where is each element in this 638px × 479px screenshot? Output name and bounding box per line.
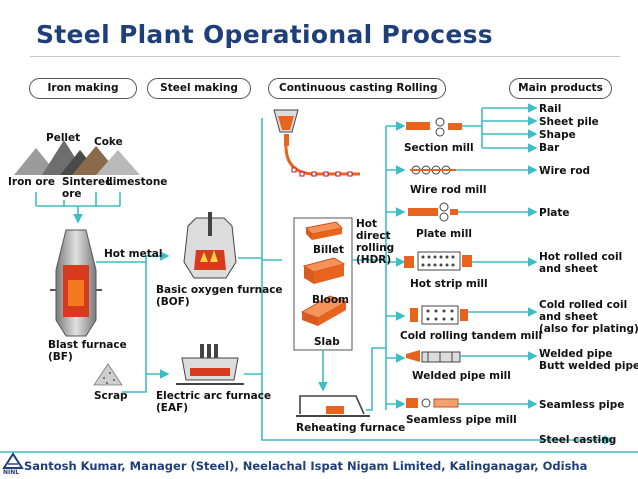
limestone-label: Limestone — [106, 176, 168, 188]
section-mill-label: Section mill — [404, 142, 474, 154]
welded-pipe-mill-label: Welded pipe mill — [412, 370, 511, 382]
stage-continuous-casting-rolling: Continuous casting Rolling — [268, 78, 446, 99]
slab-label: Slab — [314, 336, 340, 348]
steel-casting-product-label: Steel casting — [539, 434, 617, 446]
stage-main-products: Main products — [509, 78, 612, 99]
seamless-pipe-mill-icon — [406, 398, 459, 408]
scrap-pile — [93, 363, 123, 386]
raw-material-piles — [14, 140, 140, 175]
sintered-ore-label: Sintered ore — [62, 176, 113, 200]
wire-rod-mill-label: Wire rod mill — [410, 184, 487, 196]
cold-rolled-product-label: Cold rolled coil and sheet (also for pla… — [539, 299, 638, 335]
bloom-label: Bloom — [312, 294, 349, 306]
reheating-furnace-label: Reheating furnace — [296, 422, 406, 434]
raw-material-flow — [35, 192, 121, 224]
ninl-logo-text: NINL — [3, 469, 20, 476]
slab-shape — [300, 295, 348, 326]
limestone-pile — [96, 150, 140, 175]
billet-shape — [304, 221, 344, 240]
seamless-pipe-mill-label: Seamless pipe mill — [406, 414, 517, 426]
rolling-to-products-flow — [456, 103, 538, 409]
iron-to-steel-flow — [96, 251, 170, 393]
plate-mill-label: Plate mill — [416, 228, 472, 240]
coke-label: Coke — [94, 136, 123, 148]
eaf-label: Electric arc furnace (EAF) — [156, 390, 272, 414]
blast-furnace — [50, 229, 102, 337]
billet-label: Billet — [313, 244, 344, 256]
cast-products-box — [293, 217, 353, 351]
eaf-vessel — [176, 344, 244, 385]
reheating-furnace — [296, 395, 370, 417]
wire-rod-mill-icon — [410, 165, 456, 175]
footer-credit: Santosh Kumar, Manager (Steel), Neelacha… — [24, 459, 588, 473]
section-mill-icon — [406, 117, 462, 137]
scrap-texture — [103, 372, 115, 384]
plate-product-label: Plate — [539, 207, 570, 219]
bof-label: Basic oxygen furnace (BOF) — [156, 284, 283, 308]
hdr-label: Hot direct rolling (HDR) — [356, 218, 395, 266]
ninl-logo — [2, 452, 24, 469]
hot-metal-label: Hot metal — [104, 248, 163, 260]
stage-steel-making: Steel making — [147, 78, 251, 99]
stage-continuous-casting: Continuous casting — [279, 82, 393, 94]
continuous-caster — [273, 109, 360, 177]
plate-mill-icon — [408, 202, 458, 222]
section-products-label: Rail Sheet pile Shape Bar — [539, 103, 599, 154]
pellet-label: Pellet — [46, 132, 81, 144]
iron-ore-label: Iron ore — [8, 176, 55, 188]
steel-to-casting-flow — [238, 118, 614, 445]
blast-furnace-label: Blast furnace (BF) — [48, 339, 127, 363]
bof-vessel — [183, 212, 237, 279]
bloom-shape — [302, 257, 346, 284]
hot-rolled-product-label: Hot rolled coil and sheet — [539, 251, 623, 275]
cold-rolling-mill-label: Cold rolling tandem mill — [400, 330, 543, 342]
seamless-pipe-product-label: Seamless pipe — [539, 399, 625, 411]
casting-to-rolling-flow — [318, 121, 406, 411]
title-divider — [30, 56, 620, 57]
wire-rod-product-label: Wire rod — [539, 165, 591, 177]
welded-pipe-product-label: Welded pipe Butt welded pipe — [539, 348, 638, 372]
page-title: Steel Plant Operational Process — [36, 20, 493, 49]
stage-iron-making: Iron making — [29, 78, 137, 99]
scrap-label: Scrap — [94, 390, 128, 402]
hot-strip-mill-icon — [404, 251, 472, 271]
stage-rolling: Rolling — [396, 82, 438, 94]
welded-pipe-mill-icon — [406, 350, 461, 363]
cold-rolling-mill-icon — [410, 305, 468, 325]
hot-strip-mill-label: Hot strip mill — [410, 278, 488, 290]
